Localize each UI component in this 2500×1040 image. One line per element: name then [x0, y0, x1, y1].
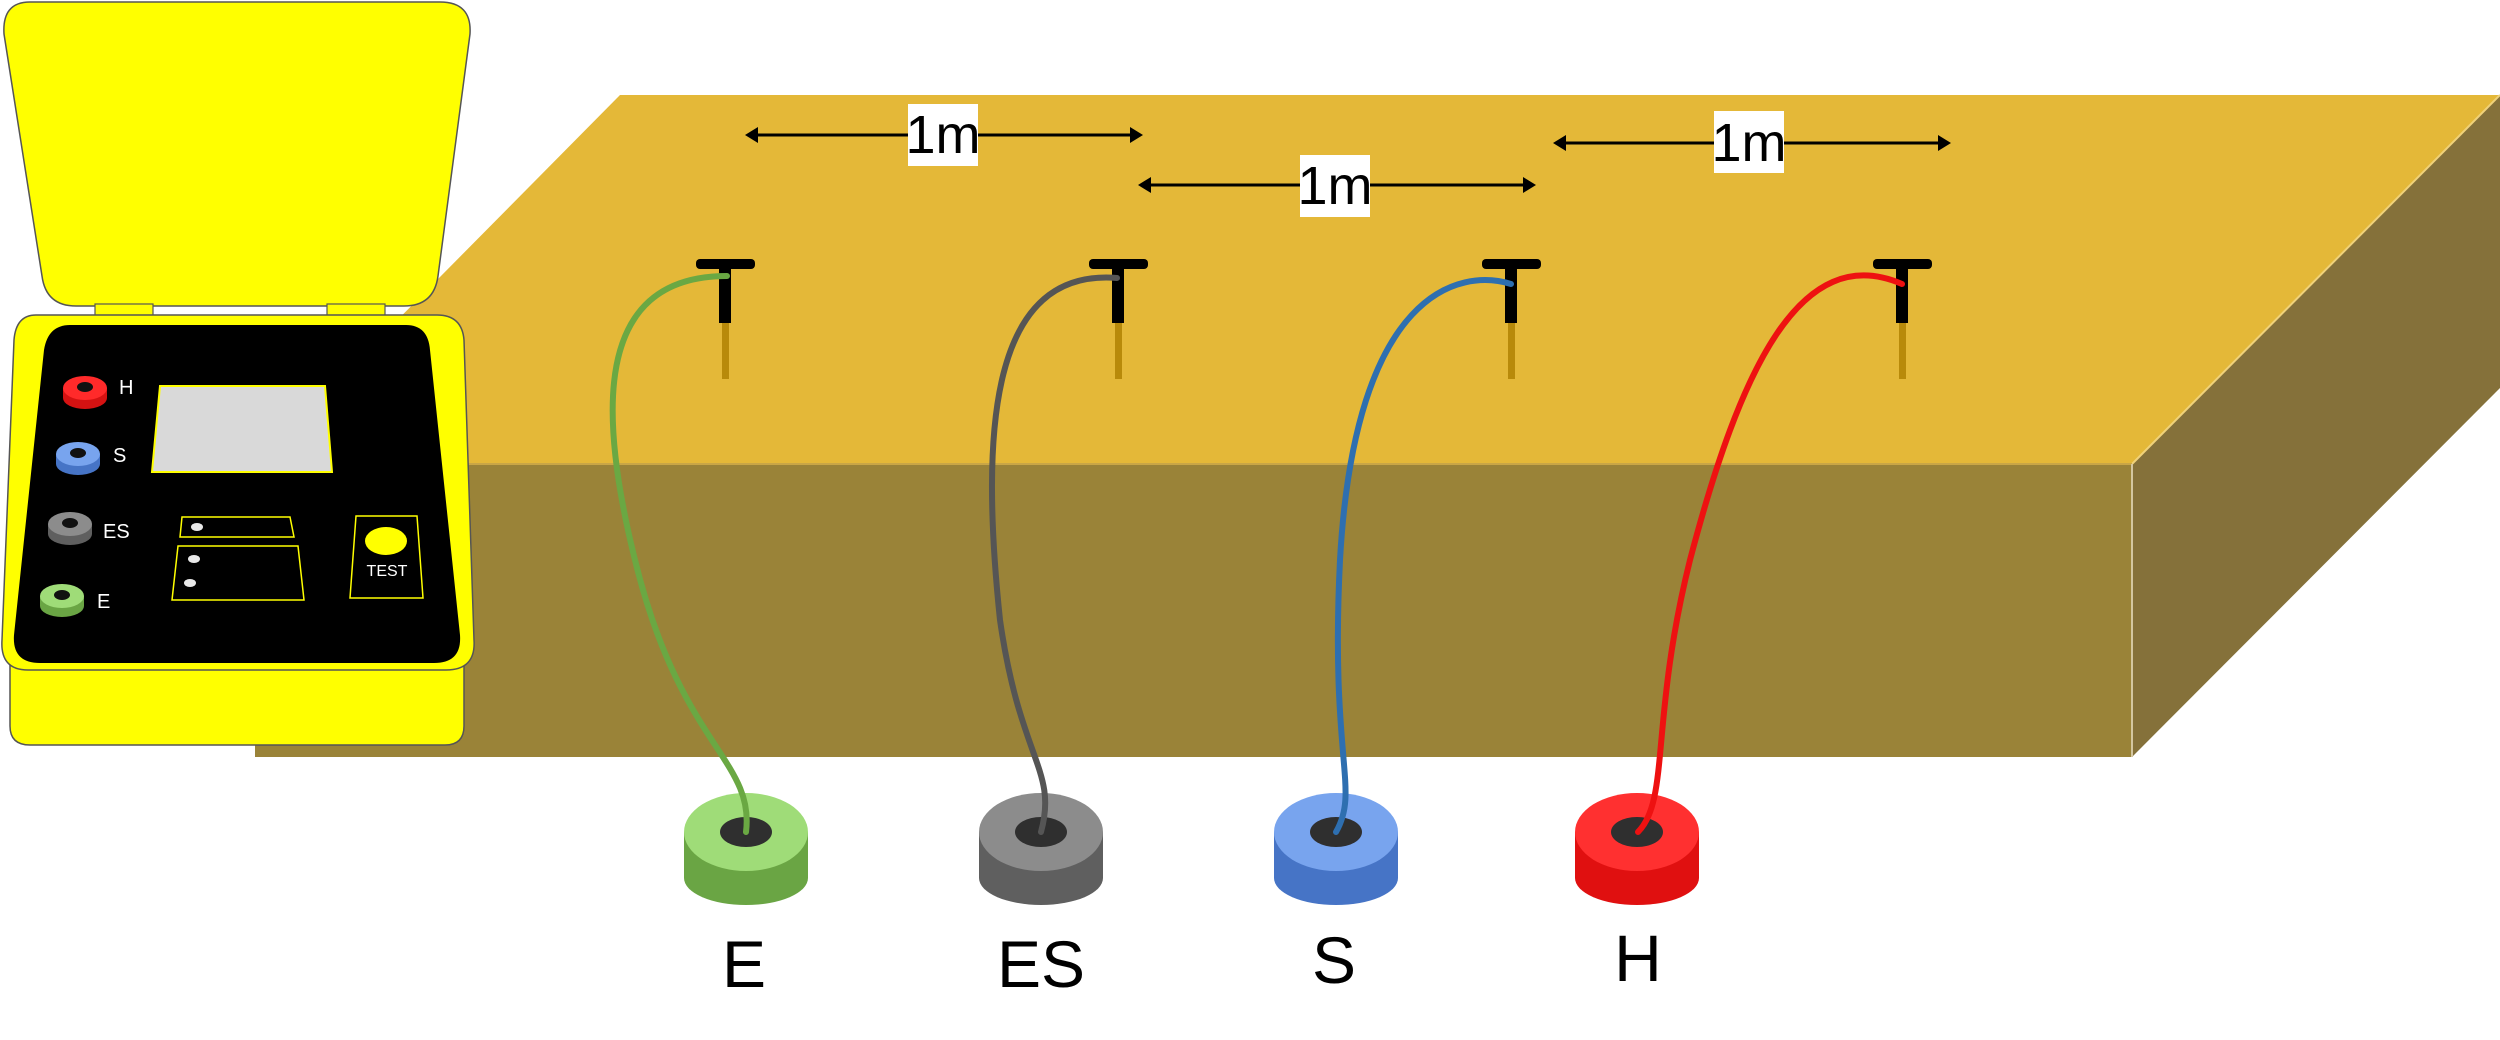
wire-es: [989, 274, 1120, 835]
dimension-label-2: 1m: [1297, 156, 1372, 216]
test-button[interactable]: [365, 527, 407, 555]
ground-top-face: [255, 95, 2500, 464]
ground-side-face: [2132, 95, 2500, 757]
earth-rod-3: [1482, 259, 1541, 379]
connector-label-s: S: [1312, 923, 1356, 997]
wires: [609, 272, 1905, 835]
connector-label-es: ES: [997, 927, 1085, 1001]
test-label: TEST: [367, 563, 408, 580]
dimension-2: 1m: [1138, 155, 1536, 217]
ground-block: [255, 94, 2500, 757]
ground-front-face: [255, 464, 2132, 757]
indicator-box-2: [171, 545, 305, 601]
test-button-frame: [349, 515, 424, 599]
meter-terminal-label-es: ES: [103, 521, 130, 543]
meter-panel: [13, 325, 461, 663]
meter-lid: [3, 1, 471, 307]
meter-terminal-label-s: S: [113, 445, 126, 467]
dimension-1: 1m: [745, 104, 1143, 166]
connector-h: H: [1575, 793, 1699, 995]
meter-terminal-s[interactable]: S: [56, 442, 126, 475]
dimension-label-3: 1m: [1711, 113, 1786, 173]
earth-rod-4: [1873, 259, 1932, 379]
meter-display: [150, 385, 334, 473]
connector-label-e: E: [722, 927, 766, 1001]
earth-tester: TEST H S ES E: [1, 1, 475, 746]
wire-s: [1333, 277, 1514, 835]
meter-terminal-label-h: H: [119, 377, 133, 399]
connector-label-h: H: [1614, 921, 1662, 995]
meter-terminal-label-e: E: [97, 591, 110, 613]
dimension-3: 1m: [1553, 111, 1951, 173]
connector-s: S: [1274, 793, 1398, 997]
indicator-box-1: [179, 516, 295, 538]
wire-e: [609, 273, 750, 835]
meter-terminal-es[interactable]: ES: [48, 512, 130, 545]
meter-terminal-h[interactable]: H: [63, 376, 133, 409]
meter-terminal-e[interactable]: E: [40, 584, 110, 617]
dimension-label-1: 1m: [905, 105, 980, 165]
wire-h: [1635, 272, 1905, 835]
